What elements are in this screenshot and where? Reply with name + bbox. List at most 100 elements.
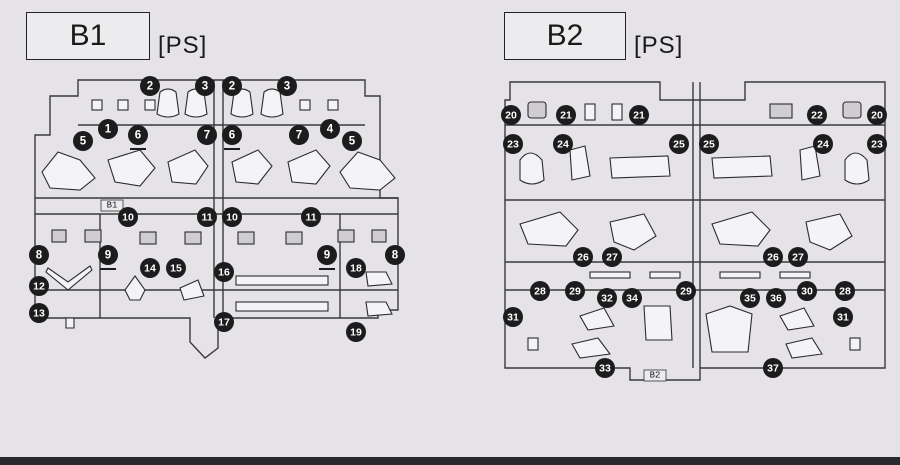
- part-number-circle: [503, 134, 523, 154]
- part-number-text: 26: [577, 252, 589, 264]
- part-number-circle: [573, 247, 593, 267]
- part-number-text: 8: [36, 250, 43, 262]
- part-number-circle: [118, 207, 138, 227]
- part-number-text: 10: [122, 212, 134, 224]
- part-number-circle: [788, 247, 808, 267]
- part-number-circle: [602, 247, 622, 267]
- part-number-b2-25: 25: [669, 134, 689, 154]
- part-number-text: 23: [507, 139, 519, 151]
- part-number-b2-20: 20: [501, 105, 521, 125]
- part-number-circle: [195, 76, 215, 96]
- part-number-circle: [29, 276, 49, 296]
- part-number-circle: [289, 125, 309, 145]
- part-number-b2-22: 22: [807, 105, 827, 125]
- part-number-circle: [214, 262, 234, 282]
- part-number-circle: [595, 358, 615, 378]
- part-number-circle: [346, 322, 366, 342]
- part-number-text: 5: [349, 136, 356, 148]
- part-number-b2-36: 36: [766, 288, 786, 308]
- part-number-text: 7: [204, 130, 210, 142]
- part-number-text: 28: [839, 286, 851, 298]
- part-number-b1-7: 7: [289, 125, 309, 145]
- part-number-text: 4: [327, 124, 334, 136]
- part-number-b2-27: 27: [788, 247, 808, 267]
- part-number-text: 18: [350, 263, 362, 275]
- part-number-circle: [501, 105, 521, 125]
- part-number-circle: [766, 288, 786, 308]
- part-number-circle: [128, 125, 148, 145]
- part-number-text: 16: [218, 267, 230, 279]
- part-number-circle: [166, 258, 186, 278]
- part-number-circle: [669, 134, 689, 154]
- part-number-circle: [222, 125, 242, 145]
- part-number-b2-29: 29: [565, 281, 585, 301]
- part-number-text: 21: [560, 110, 572, 122]
- parts-b2: [519, 101, 870, 359]
- part-number-text: 22: [811, 110, 823, 122]
- part-number-b2-31: 31: [503, 307, 523, 327]
- part-number-text: 27: [792, 252, 804, 264]
- part-number-b1-5: 5: [342, 131, 362, 151]
- part-number-text: 15: [170, 263, 182, 275]
- part-number-b1-3: 3: [277, 76, 297, 96]
- part-number-text: 6: [229, 130, 235, 142]
- part-number-text: 30: [801, 286, 813, 298]
- part-number-circle: [320, 119, 340, 139]
- part-number-b1-2: 2: [222, 76, 242, 96]
- part-number-text: 34: [626, 293, 638, 305]
- part-number-b1-12: 12: [29, 276, 49, 296]
- part-number-circle: [565, 281, 585, 301]
- part-number-text: 28: [534, 286, 546, 298]
- part-number-b2-23: 23: [503, 134, 523, 154]
- part-number-b1-9: 9: [98, 245, 118, 270]
- part-number-text: 20: [505, 110, 517, 122]
- part-number-text: 24: [817, 139, 829, 151]
- part-number-circle: [214, 312, 234, 332]
- part-number-circle: [140, 258, 160, 278]
- part-number-circle: [833, 307, 853, 327]
- part-number-b2-37: 37: [763, 358, 783, 378]
- part-number-b1-15: 15: [166, 258, 186, 278]
- part-number-b2-29: 29: [676, 281, 696, 301]
- part-number-text: 31: [507, 312, 519, 324]
- part-number-b1-4: 4: [320, 119, 340, 139]
- part-number-b2-33: 33: [595, 358, 615, 378]
- part-number-b1-6: 6: [222, 125, 242, 150]
- part-number-circle: [597, 288, 617, 308]
- part-number-b1-3: 3: [195, 76, 215, 96]
- part-number-b1-11: 11: [301, 207, 321, 227]
- part-number-circle: [740, 288, 760, 308]
- material-tag-b2: [PS]: [634, 32, 684, 59]
- material-tag-b1: [PS]: [158, 32, 208, 59]
- part-number-b2-27: 27: [602, 247, 622, 267]
- part-number-circle: [222, 76, 242, 96]
- part-number-circle: [807, 105, 827, 125]
- runner-tag-b2: B2: [650, 371, 661, 381]
- part-number-b1-9: 9: [317, 245, 337, 270]
- part-number-text: 9: [105, 250, 111, 262]
- page-bottom-edge: [0, 457, 900, 465]
- part-number-text: 29: [680, 286, 692, 298]
- part-number-text: 5: [80, 136, 87, 148]
- part-number-circle: [867, 105, 887, 125]
- part-number-text: 19: [350, 327, 362, 339]
- part-number-b2-21: 21: [556, 105, 576, 125]
- part-number-circle: [813, 134, 833, 154]
- part-number-b1-2: 2: [140, 76, 160, 96]
- part-number-b1-13: 13: [29, 303, 49, 323]
- runner-tag-b1: B1: [107, 201, 118, 211]
- part-number-text: 8: [392, 250, 399, 262]
- part-number-circle: [835, 281, 855, 301]
- part-number-b2-20: 20: [867, 105, 887, 125]
- part-number-text: 35: [744, 293, 756, 305]
- part-number-text: 33: [599, 363, 611, 375]
- part-number-circle: [140, 76, 160, 96]
- part-number-circle: [699, 134, 719, 154]
- part-number-circle: [556, 105, 576, 125]
- part-number-b1-7: 7: [197, 125, 217, 145]
- part-number-circle: [317, 245, 337, 265]
- part-number-b1-10: 10: [118, 207, 138, 227]
- part-number-b2-25: 25: [699, 134, 719, 154]
- part-number-text: 3: [202, 81, 208, 93]
- part-number-b2-21: 21: [629, 105, 649, 125]
